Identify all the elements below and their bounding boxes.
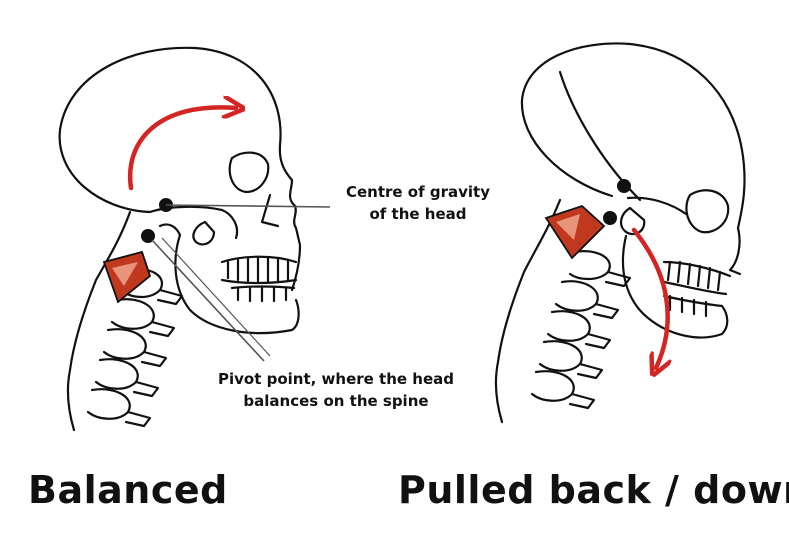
pivot-point-label: Pivot point, where the head balances on … xyxy=(196,368,476,412)
skull-neck-balanced-icon xyxy=(58,46,302,432)
curved-arrow-icon xyxy=(127,107,236,191)
pivot-point-dot-right xyxy=(603,211,617,225)
pivot-point-pointer-2 xyxy=(161,237,271,357)
pivot-point-pointer xyxy=(151,239,265,362)
pivot-point-label-line-2: balances on the spine xyxy=(243,392,429,410)
centre-of-gravity-label-line-1: Centre of gravity xyxy=(345,183,490,201)
centre-of-gravity-pointer xyxy=(165,204,331,208)
pivot-point-label-line-1: Pivot point, where the head xyxy=(217,370,455,388)
curved-arrow-down-icon xyxy=(631,227,668,368)
centre-of-gravity-label: Centre of gravity of the head xyxy=(318,181,518,225)
centre-of-gravity-dot-right xyxy=(617,179,631,193)
neck-muscle-right xyxy=(544,204,606,260)
pulled-back-caption: Pulled back / down xyxy=(398,468,789,512)
centre-of-gravity-label-line-2: of the head xyxy=(369,205,467,223)
pivot-point-dot-left xyxy=(141,229,155,243)
neck-muscle-left xyxy=(102,250,152,304)
skull-neck-tilted-icon xyxy=(494,42,746,424)
balanced-caption: Balanced xyxy=(28,468,228,512)
